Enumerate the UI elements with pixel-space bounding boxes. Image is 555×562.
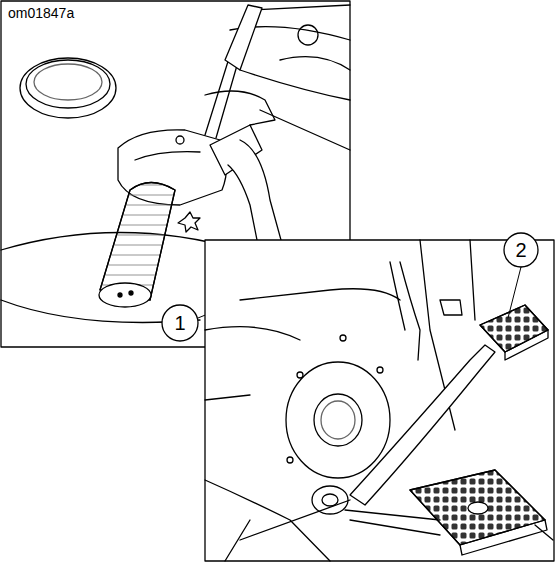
- brake-pedal-panel: [205, 233, 554, 561]
- figure-code: om01847a: [8, 6, 74, 20]
- callout-number: 1: [174, 313, 185, 333]
- callout-number: 2: [515, 240, 526, 260]
